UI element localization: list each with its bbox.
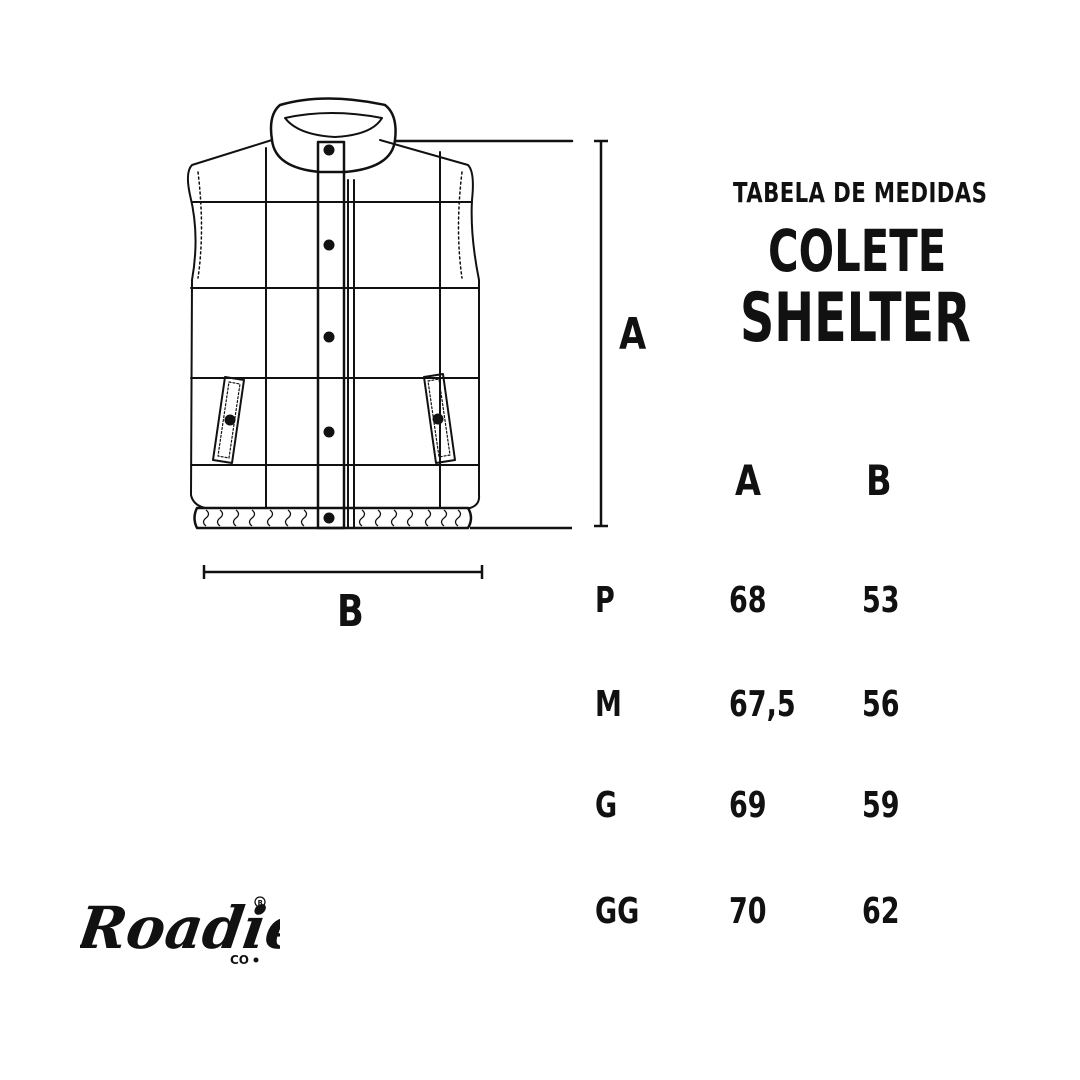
chart-subtitle: TABELA DE MEDIDAS <box>733 176 988 209</box>
table-header-b: B <box>866 456 892 505</box>
table-row-b: 59 <box>862 785 900 826</box>
dimension-a-bracket <box>470 139 608 530</box>
roadie-logo: Roadie CO R <box>80 893 280 967</box>
table-row-a: 67,5 <box>729 684 796 725</box>
table-row-b: 53 <box>862 580 900 621</box>
pocket-snap <box>224 414 236 426</box>
table-row-a: 70 <box>729 891 767 932</box>
registered-mark-icon <box>254 896 266 908</box>
table-row-size: G <box>595 785 618 826</box>
snap-button <box>323 426 335 438</box>
dimension-a-label: A <box>619 309 647 360</box>
table-row-size: GG <box>595 891 640 932</box>
table-row-size: M <box>595 684 622 725</box>
product-title-line-1: COLETE <box>768 217 947 285</box>
snap-button <box>323 331 335 343</box>
dimension-b-label: B <box>337 586 364 637</box>
vest-right-pocket <box>423 373 456 464</box>
vest-collar <box>269 97 397 174</box>
table-header-a: A <box>735 456 762 505</box>
logo-suffix: CO <box>230 953 249 967</box>
snap-button <box>323 144 335 156</box>
snap-button <box>323 239 335 251</box>
table-row-b: 56 <box>862 684 900 725</box>
product-title-line-2: SHELTER <box>740 279 971 358</box>
snap-button <box>323 512 335 524</box>
svg-text:R: R <box>258 899 264 907</box>
vest-hem <box>193 506 473 530</box>
pocket-snap <box>432 413 444 425</box>
dimension-b-bracket <box>202 565 484 579</box>
table-row-b: 62 <box>862 891 900 932</box>
table-row-a: 69 <box>729 785 767 826</box>
vest-left-pocket <box>212 376 245 464</box>
logo-wordmark: Roadie <box>80 893 280 962</box>
table-row-a: 68 <box>729 580 767 621</box>
table-row-size: P <box>595 580 615 621</box>
